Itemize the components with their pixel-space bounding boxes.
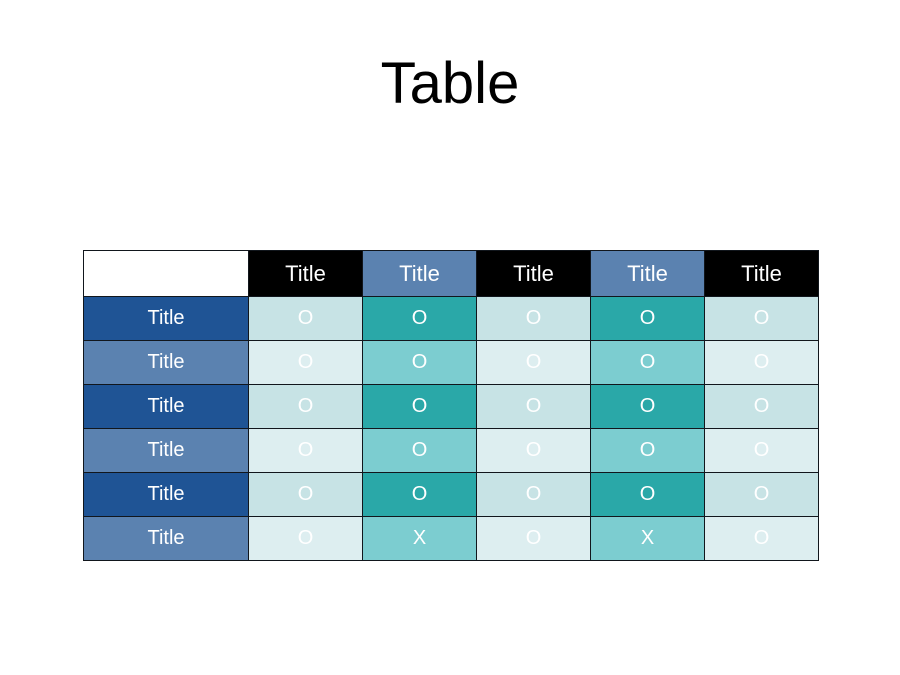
table-cell-r2-c2[interactable]: O <box>362 340 477 385</box>
page-title: Table <box>380 51 520 116</box>
table-cell-r1-c2[interactable]: O <box>362 296 477 341</box>
table-cell-r6-c2[interactable]: X <box>362 516 477 561</box>
table-cell-r2-c3[interactable]: O <box>476 340 591 385</box>
table-cell-r6-c1[interactable]: O <box>248 516 363 561</box>
column-header-2[interactable]: Title <box>362 250 477 297</box>
table-cell-r1-c1[interactable]: O <box>248 296 363 341</box>
table-cell-r6-c4[interactable]: X <box>590 516 705 561</box>
table-cell-r5-c1[interactable]: O <box>248 472 363 517</box>
column-header-4[interactable]: Title <box>590 250 705 297</box>
table-corner-cell <box>83 250 249 297</box>
table-cell-r4-c2[interactable]: O <box>362 428 477 473</box>
table-cell-r3-c3[interactable]: O <box>476 384 591 429</box>
table-cell-r3-c4[interactable]: O <box>590 384 705 429</box>
column-header-5[interactable]: Title <box>704 250 819 297</box>
table-cell-r3-c1[interactable]: O <box>248 384 363 429</box>
table-cell-r5-c3[interactable]: O <box>476 472 591 517</box>
table-cell-r2-c4[interactable]: O <box>590 340 705 385</box>
column-header-3[interactable]: Title <box>476 250 591 297</box>
table-cell-r2-c5[interactable]: O <box>704 340 819 385</box>
table-cell-r5-c5[interactable]: O <box>704 472 819 517</box>
table-cell-r1-c4[interactable]: O <box>590 296 705 341</box>
table-cell-r6-c5[interactable]: O <box>704 516 819 561</box>
table-cell-r4-c1[interactable]: O <box>248 428 363 473</box>
table-cell-r3-c5[interactable]: O <box>704 384 819 429</box>
table-cell-r3-c2[interactable]: O <box>362 384 477 429</box>
table-cell-r6-c3[interactable]: O <box>476 516 591 561</box>
table-cell-r1-c3[interactable]: O <box>476 296 591 341</box>
column-header-1[interactable]: Title <box>248 250 363 297</box>
table-cell-r4-c3[interactable]: O <box>476 428 591 473</box>
row-header-4[interactable]: Title <box>83 428 249 473</box>
table-cell-r5-c2[interactable]: O <box>362 472 477 517</box>
table-cell-r4-c4[interactable]: O <box>590 428 705 473</box>
row-header-2[interactable]: Title <box>83 340 249 385</box>
table-cell-r5-c4[interactable]: O <box>590 472 705 517</box>
row-header-3[interactable]: Title <box>83 384 249 429</box>
table-cell-r2-c1[interactable]: O <box>248 340 363 385</box>
table-cell-r4-c5[interactable]: O <box>704 428 819 473</box>
row-header-6[interactable]: Title <box>83 516 249 561</box>
row-header-1[interactable]: Title <box>83 296 249 341</box>
row-header-5[interactable]: Title <box>83 472 249 517</box>
table-cell-r1-c5[interactable]: O <box>704 296 819 341</box>
